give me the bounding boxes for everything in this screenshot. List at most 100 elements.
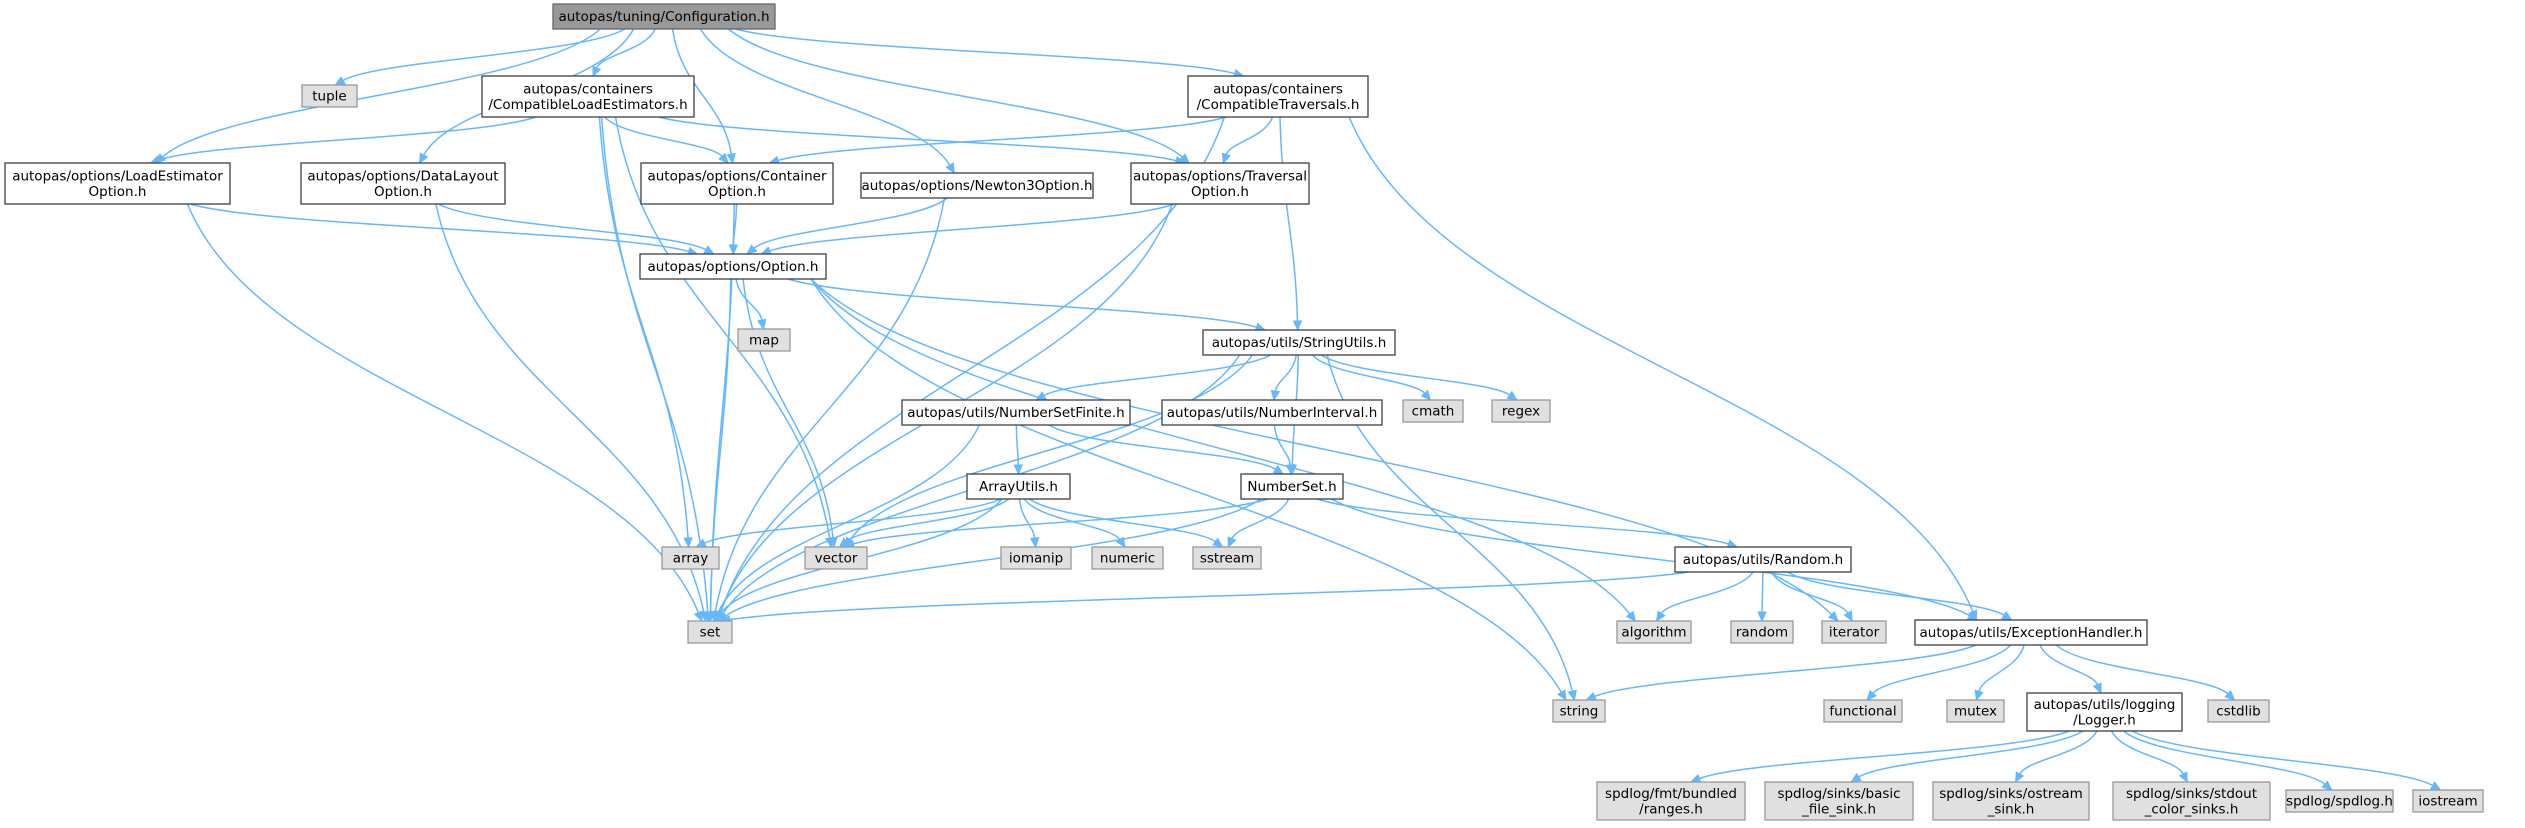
node-box[interactable] [2412,789,2484,813]
edge-string-utils-to-number-interval [1270,354,1298,402]
node-box[interactable] [1616,620,1692,644]
node-box[interactable] [1552,699,1606,723]
node-functional[interactable]: functional [1823,699,1903,723]
node-box[interactable] [1914,619,2148,646]
node-random[interactable]: random [1730,620,1794,644]
node-box[interactable] [1596,781,1746,821]
node-box[interactable] [2112,781,2271,821]
node-label: random [1736,625,1788,641]
node-label: /ranges.h [1639,801,1703,817]
node-label: /CompatibleTraversals.h [1197,97,1360,113]
node-set[interactable]: set [687,620,733,644]
edge-arrowhead [1227,536,1237,549]
node-box[interactable] [481,75,695,118]
node-array[interactable]: array [661,546,720,570]
node-string-utils[interactable]: autopas/utils/StringUtils.h [1202,329,1396,356]
node-box[interactable] [1764,781,1914,821]
edge-line [699,28,951,166]
node-array-utils[interactable]: ArrayUtils.h [966,473,1071,500]
node-number-interval[interactable]: autopas/utils/NumberInterval.h [1161,399,1383,426]
node-box[interactable] [1402,399,1464,423]
node-label: spdlog/spdlog.h [2286,794,2393,810]
node-mutex[interactable]: mutex [1946,699,2005,723]
node-spd-ranges[interactable]: spdlog/fmt/bundled/ranges.h [1596,781,1746,821]
node-random-h[interactable]: autopas/utils/Random.h [1674,546,1852,573]
node-option[interactable]: autopas/options/Option.h [639,253,827,280]
edge-arrowhead [2178,771,2188,784]
edge-line [1594,644,1977,698]
node-box[interactable] [1932,781,2090,821]
edge-arrowhead [726,152,736,165]
node-cstdlib[interactable]: cstdlib [2207,699,2270,723]
node-box[interactable] [2207,699,2270,723]
edge-arrowhead [1827,610,1839,622]
node-box[interactable] [687,620,733,644]
node-box[interactable] [661,546,720,570]
node-box[interactable] [1130,162,1310,205]
node-sstream[interactable]: sstream [1192,546,1262,570]
node-configuration[interactable]: autopas/tuning/Configuration.h [552,3,776,30]
node-box[interactable] [1000,546,1072,570]
node-box[interactable] [1730,620,1794,644]
edge-array-utils-to-numeric [1023,498,1126,549]
edge-load-est-opt-to-option [189,203,699,256]
edge-compat-trav-to-exception [1348,116,1978,622]
node-box[interactable] [1823,699,1903,723]
node-spd-spdlog[interactable]: spdlog/spdlog.h [2285,789,2394,813]
node-box[interactable] [1240,473,1344,500]
node-box[interactable] [1491,399,1551,423]
edge-line [2132,730,2434,787]
node-numberset-finite[interactable]: autopas/utils/NumberSetFinite.h [901,399,1131,426]
node-box[interactable] [4,162,231,205]
node-spd-basic[interactable]: spdlog/sinks/basic_file_sink.h [1764,781,1914,821]
node-box[interactable] [1674,546,1852,573]
node-string[interactable]: string [1552,699,1606,723]
node-box[interactable] [552,3,776,30]
node-box[interactable] [860,172,1094,199]
node-iostream[interactable]: iostream [2412,789,2484,813]
node-box[interactable] [1192,546,1262,570]
node-newton3-opt[interactable]: autopas/options/Newton3Option.h [860,172,1094,199]
node-iomanip[interactable]: iomanip [1000,546,1072,570]
node-box[interactable] [640,162,834,205]
node-map[interactable]: map [737,328,791,352]
node-box[interactable] [1187,75,1369,118]
node-cmath[interactable]: cmath [1402,399,1464,423]
node-box[interactable] [1946,699,2005,723]
node-numeric[interactable]: numeric [1091,546,1164,570]
node-box[interactable] [804,546,868,570]
node-spd-stdout[interactable]: spdlog/sinks/stdout_color_sinks.h [2112,781,2271,821]
edge-compat-load-to-container-opt [604,116,729,164]
node-box[interactable] [300,162,506,205]
node-box[interactable] [1202,329,1396,356]
node-vector[interactable]: vector [804,546,868,570]
node-algorithm[interactable]: algorithm [1616,620,1692,644]
node-spd-ostream[interactable]: spdlog/sinks/ostream_sink.h [1932,781,2090,821]
edge-line [735,278,763,321]
node-label: Option.h [1191,184,1249,200]
node-exception[interactable]: autopas/utils/ExceptionHandler.h [1914,619,2148,646]
node-logger[interactable]: autopas/utils/logging/Logger.h [2026,692,2183,732]
node-regex[interactable]: regex [1491,399,1551,423]
node-box[interactable] [1161,399,1383,426]
node-box[interactable] [639,253,827,280]
node-compat-load[interactable]: autopas/containers/CompatibleLoadEstimat… [481,75,695,118]
node-box[interactable] [1091,546,1164,570]
edge-line [810,278,1631,615]
edge-line [1858,730,2084,778]
node-compat-trav[interactable]: autopas/containers/CompatibleTraversals.… [1187,75,1369,118]
node-tuple[interactable]: tuple [301,84,358,108]
node-box[interactable] [2285,789,2394,813]
node-box[interactable] [737,328,791,352]
node-box[interactable] [901,399,1131,426]
node-numberset[interactable]: NumberSet.h [1240,473,1344,500]
node-box[interactable] [1821,620,1887,644]
node-box[interactable] [301,84,358,108]
node-box[interactable] [966,473,1071,500]
node-iterator[interactable]: iterator [1821,620,1887,644]
node-box[interactable] [2026,692,2183,732]
